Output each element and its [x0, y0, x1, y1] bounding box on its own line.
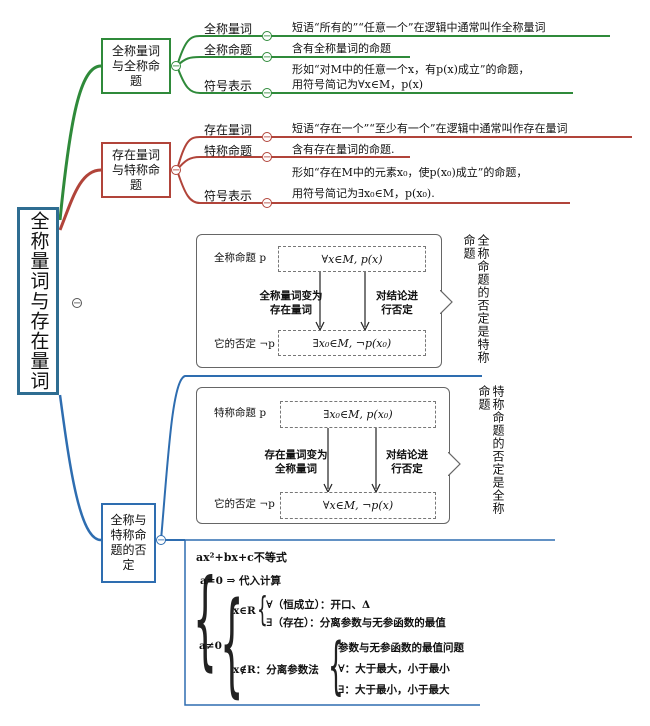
ineq-mid-brace-icon: { — [220, 579, 244, 709]
frame2-neg-formula: ∀x∈M, ¬p(x) — [280, 492, 436, 519]
ineq-method-brace-icon: { — [328, 629, 344, 702]
ineq-x-notin-R: x∉R：分离参数法 — [233, 664, 319, 676]
ineq-a-zero: a=0 ⇒ 代入计算 — [200, 575, 282, 587]
frame2-neg-label: 它的否定 ¬p — [214, 498, 275, 510]
b1-leaf2-label: 全称命题 — [204, 43, 253, 57]
branch-negation[interactable]: 全称与特称命题的否定 — [101, 503, 156, 583]
frame2-prop-formula: ∃x₀∈M, p(x₀) — [280, 401, 436, 428]
branch1-collapse-icon[interactable]: − — [171, 61, 181, 72]
b1-leaf3-label: 符号表示 — [204, 79, 253, 93]
frame1-arrow-left-label: 全称量词变为存在量词 — [259, 290, 323, 316]
branch-universal-quantifier[interactable]: 全称量词与全称命题 — [101, 38, 171, 94]
negation-existential-frame — [196, 387, 450, 524]
ineq-method-3: ∃：大于最小，小于最大 — [338, 684, 450, 696]
b2-leaf2-desc: 含有存在量词的命题. — [292, 143, 395, 156]
branch-existential-quantifier[interactable]: 存在量词与特称命题 — [101, 142, 171, 198]
branch3-collapse-icon[interactable]: − — [156, 535, 166, 546]
b2-leaf1-label: 存在量词 — [204, 123, 253, 137]
negation-universal-frame — [196, 234, 442, 368]
frame1-arrows — [315, 272, 370, 330]
ineq-x-in-R: x∈R — [233, 605, 256, 617]
frame1-side-note: 全称命题的否定是特称命题 — [462, 234, 490, 364]
b2-leaf1-collapse-icon[interactable]: − — [262, 132, 272, 143]
b1-leaf1-desc: 短语“所有的”“任意一个”在逻辑中通常叫作全称量词 — [292, 21, 546, 34]
ineq-method-2: ∀：大于最大，小于最小 — [338, 663, 450, 675]
connector-b1-leaf3 — [176, 65, 262, 94]
frame2-prop-label: 特称命题 p — [214, 407, 267, 419]
b2-leaf1-desc: 短语“存在一个”“至少有一个”在逻辑中通常叫作存在量词 — [292, 122, 568, 135]
root-node[interactable]: 全称量词与存在量词 — [17, 207, 59, 395]
ineq-xR-brace-icon: { — [257, 590, 268, 630]
frame1-neg-formula: ∃x₀∈M, ¬p(x₀) — [278, 330, 426, 356]
frame1-pointer-icon — [440, 290, 453, 314]
connector-root-branch2 — [58, 168, 102, 231]
root-collapse-icon[interactable]: − — [72, 298, 82, 309]
b1-leaf3-desc-line2: 用符号简记为∀x∈M，p(x) — [292, 78, 424, 91]
connector-b1-leaf1 — [176, 35, 262, 67]
b1-leaf2-desc: 含有全称量词的命题 — [292, 42, 391, 55]
frame2-pointer-icon — [448, 452, 461, 476]
b2-leaf3-label: 符号表示 — [204, 189, 253, 203]
line-b3-ineq-bottom — [184, 540, 480, 706]
connector-root-branch3 — [58, 394, 102, 542]
ineq-outer-brace-icon: { — [193, 557, 218, 682]
frame1-neg-label: 它的否定 ¬p — [214, 338, 275, 350]
connector-b2-leaf1 — [176, 136, 262, 171]
b1-leaf1-label: 全称量词 — [204, 22, 253, 36]
b2-leaf3-desc-line1: 形如“存在M中的元素x₀，使p(x₀)成立”的命题， — [292, 166, 528, 179]
ineq-method-1: 参数与无参函数的最值问题 — [338, 642, 464, 654]
connector-root-branch1 — [58, 64, 102, 221]
frame2-arrow-left-label: 存在量词变为全称量词 — [264, 449, 328, 475]
ineq-forall: ∀（恒成立）：开口、Δ — [266, 599, 371, 611]
root-title: 全称量词与存在量词 — [27, 211, 50, 391]
b1-leaf3-desc-line1: 形如“对M中的任意一个x，有p(x)成立”的命题， — [292, 63, 530, 76]
frame2-side-note: 特称命题的否定是全称命题 — [477, 385, 505, 515]
ineq-exists: ∃（存在）：分离参数与无参函数的最值 — [266, 617, 446, 629]
frame1-prop-formula: ∀x∈M, p(x) — [278, 246, 426, 272]
b2-leaf2-label: 特称命题 — [204, 144, 253, 158]
b2-leaf2-collapse-icon[interactable]: − — [262, 152, 272, 163]
b2-leaf3-collapse-icon[interactable]: − — [262, 198, 272, 209]
connector-b3-frame2 — [160, 375, 482, 541]
b1-leaf2-collapse-icon[interactable]: − — [262, 52, 272, 63]
connector-b2-leaf3 — [176, 169, 262, 204]
connector-b1-leaf2 — [176, 56, 262, 67]
b2-leaf3-desc-line2: 用符号简记为∃x₀∈M，p(x₀). — [292, 187, 435, 200]
ineq-a-nonzero: a≠0 — [199, 640, 222, 652]
b1-leaf1-collapse-icon[interactable]: − — [262, 31, 272, 42]
branch3-title: 全称与特称命题的否定 — [110, 513, 147, 572]
b1-leaf3-collapse-icon[interactable]: − — [262, 88, 272, 99]
ineq-title: ax²+bx+c不等式 — [196, 551, 287, 564]
frame1-arrow-right-label: 对结论进行否定 — [376, 290, 418, 316]
branch2-title: 存在量词与特称命题 — [111, 147, 160, 192]
branch1-title: 全称量词与全称命题 — [111, 43, 160, 88]
frame1-prop-label: 全称命题 p — [214, 252, 267, 264]
frame2-arrow-right-label: 对结论进行否定 — [386, 449, 428, 475]
frame2-arrows — [323, 428, 381, 492]
branch2-collapse-icon[interactable]: − — [171, 165, 181, 176]
